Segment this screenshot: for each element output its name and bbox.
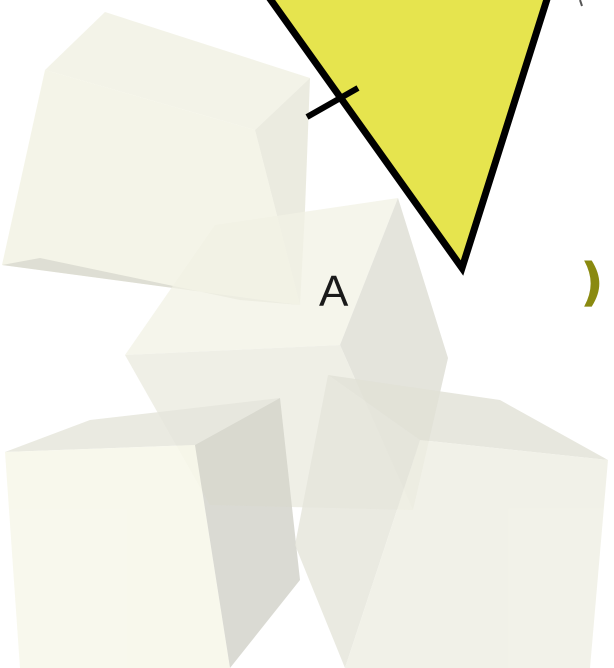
cube-bottom-left — [5, 398, 300, 668]
background-cubes — [2, 12, 608, 668]
edge-fragment — [580, 0, 582, 6]
paren-mark: ) — [580, 253, 604, 313]
vertex-label-a: A — [319, 267, 349, 316]
cube-bottom-right — [295, 375, 608, 668]
